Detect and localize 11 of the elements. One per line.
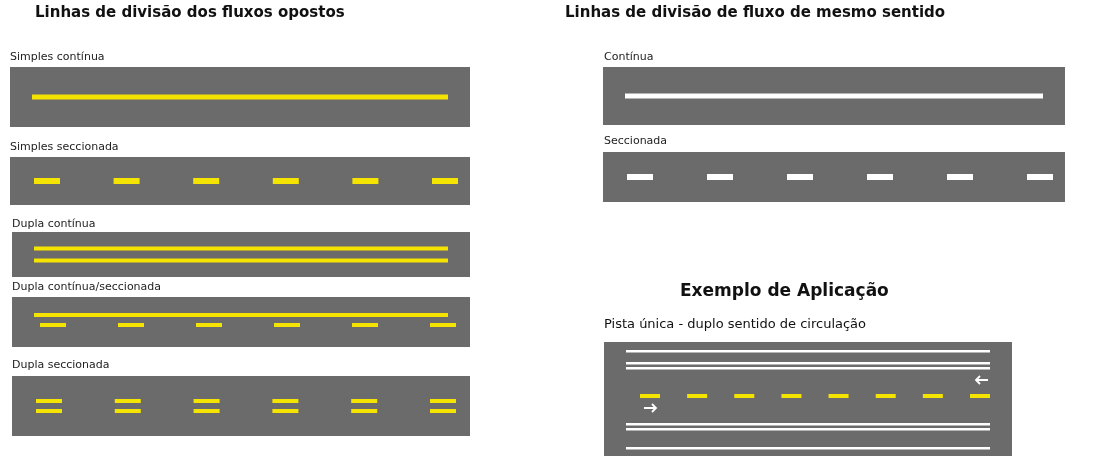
caption: Simples contínua <box>10 50 105 63</box>
caption: Dupla seccionada <box>12 358 110 371</box>
caption: Dupla contínua/seccionada <box>12 280 162 293</box>
heading: Exemplo de Aplicação <box>680 280 889 300</box>
caption: Contínua <box>604 50 654 63</box>
caption: Simples seccionada <box>10 140 119 153</box>
heading: Linhas de divisão dos fluxos opostos <box>35 3 345 21</box>
caption: Seccionada <box>604 134 668 147</box>
caption: Pista única - duplo sentido de circulação <box>604 316 867 331</box>
heading: Linhas de divisão de fluxo de mesmo sentido <box>565 3 946 21</box>
caption: Dupla contínua <box>12 217 96 230</box>
